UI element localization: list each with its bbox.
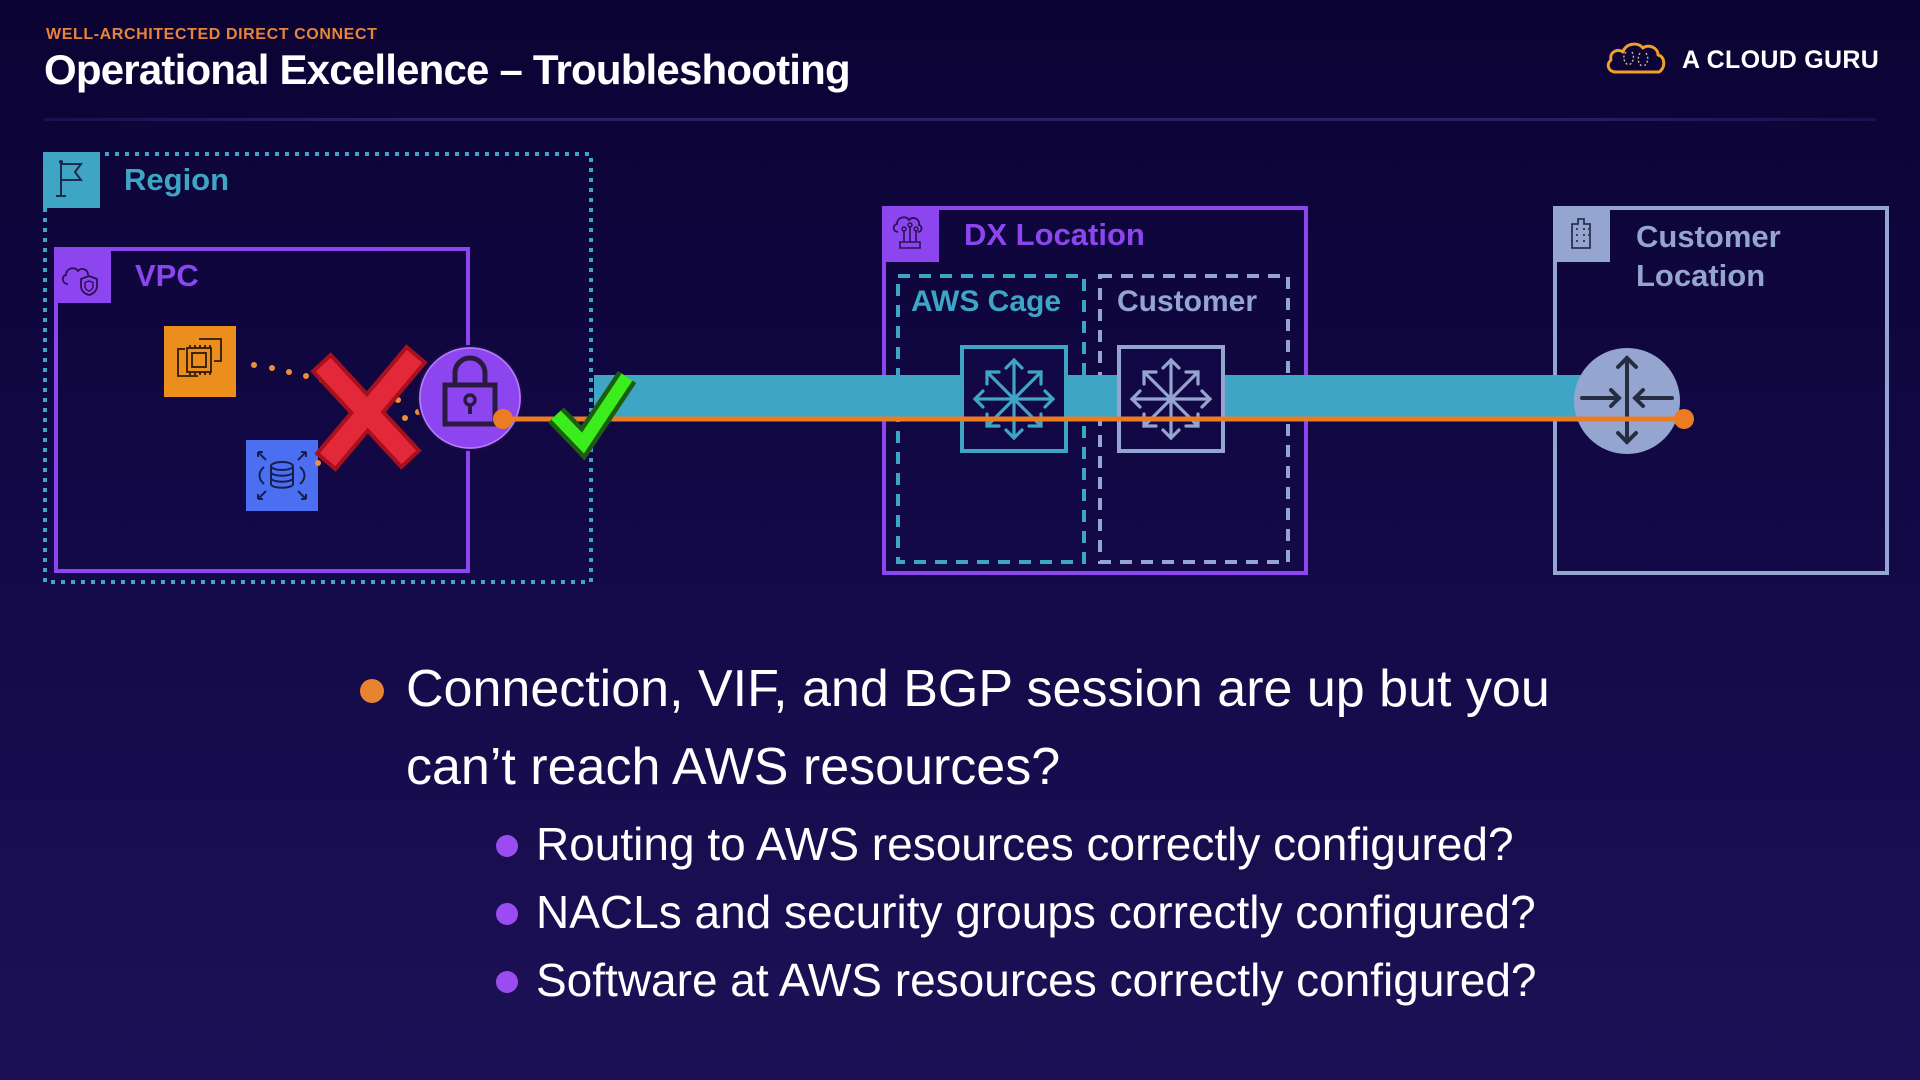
vpc-label: VPC [135,258,199,293]
header-divider [44,118,1876,121]
rds-database-icon [246,440,318,511]
cloud-network-icon [882,206,939,262]
sub-bullet-text: NACLs and security groups correctly conf… [536,886,1536,938]
dx-location-label: DX Location [964,217,1145,252]
brand-logo: A CLOUD GURU [1604,38,1879,82]
section-eyebrow: WELL-ARCHITECTED DIRECT CONNECT [46,26,378,43]
orange-bullet-icon [360,679,384,703]
brand-name: A CLOUD GURU [1682,45,1880,74]
vpc-boundary [54,247,470,573]
customer-cage-router-icon [1117,345,1225,453]
aws-cage-label: AWS Cage [911,285,1062,318]
page-title: Operational Excellence – Troubleshooting [44,46,851,93]
region-boundary [43,152,593,584]
customer-location-label: Customer Location [1636,217,1781,295]
main-bullet-line1: Connection, VIF, and BGP session are up … [406,660,1550,718]
red-x-icon [310,344,428,472]
customer-location-label-line1: Customer [1636,219,1781,254]
region-label: Region [124,162,230,197]
path-end-dot [1674,409,1694,429]
network-diagram [43,152,1889,584]
bullet-list: Connection, VIF, and BGP session are up … [360,650,1760,1014]
building-icon [1553,206,1610,262]
sub-bullet-text: Software at AWS resources correctly conf… [536,954,1537,1006]
customer-router-icon [1574,348,1680,454]
ec2-instance-icon [164,326,236,397]
aws-router-icon [960,345,1068,453]
purple-bullet-icon [496,971,518,993]
purple-bullet-icon [496,835,518,857]
sub-bullet-text: Routing to AWS resources correctly confi… [536,818,1514,870]
cloud-logo-icon [1604,38,1668,83]
sub-bullet: Routing to AWS resources correctly confi… [492,810,1760,878]
sub-bullet-list: Routing to AWS resources correctly confi… [360,810,1760,1014]
main-bullet: Connection, VIF, and BGP session are up … [360,650,1760,806]
direct-connect-link [594,375,1604,419]
path-start-dot [493,409,513,429]
purple-bullet-icon [496,903,518,925]
sub-bullet: NACLs and security groups correctly conf… [492,878,1760,946]
lock-icon [417,345,523,451]
customer-cage-label: Customer [1117,285,1258,318]
green-check-icon [548,370,637,461]
flag-icon [43,152,100,208]
sub-bullet: Software at AWS resources correctly conf… [492,946,1760,1014]
main-bullet-line2: can’t reach AWS resources? [406,738,1061,796]
cloud-shield-icon [54,247,111,303]
customer-location-label-line2: Location [1636,258,1766,293]
